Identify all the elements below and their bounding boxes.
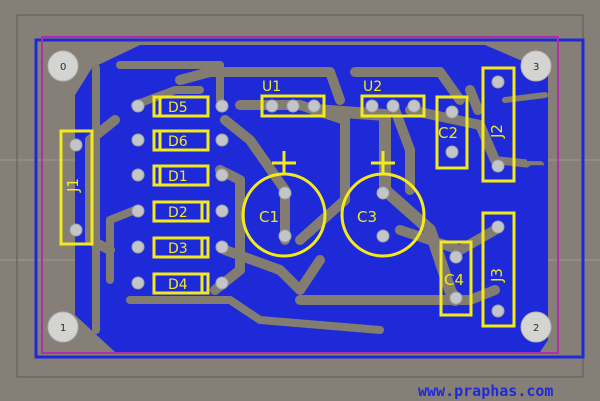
mounting-hole-2[interactable]: 2 [520, 311, 552, 343]
capacitor-c4[interactable]: C4 [439, 240, 473, 317]
diode-d4-label: D4 [168, 277, 188, 293]
connector-j1-label: J1 [64, 178, 82, 193]
diode-d2[interactable]: D2 [131, 200, 229, 223]
diode-d6[interactable]: D6 [131, 129, 229, 152]
mounting-hole-3[interactable]: 3 [520, 50, 552, 82]
mounting-hole-1[interactable]: 1 [47, 311, 79, 343]
regulator-u1-label: U1 [262, 79, 281, 95]
connector-j3-label: J3 [488, 268, 506, 283]
keepout-line [34, 38, 585, 359]
connector-j1[interactable]: J1 [59, 129, 94, 246]
diode-d4[interactable]: D4 [131, 272, 229, 295]
diode-d3-label: D3 [168, 241, 188, 257]
capacitor-c1-label: C1 [259, 208, 279, 226]
board-title-mirrored: POWER SUPPLY [521, 103, 546, 295]
website-watermark: www.praphas.com [418, 382, 553, 400]
connector-j2-label: J2 [488, 124, 506, 139]
connector-j2[interactable]: J2 [481, 66, 516, 183]
diode-d2-label: D2 [168, 205, 188, 221]
diode-d3[interactable]: D3 [131, 236, 229, 259]
connector-j3[interactable]: J3 [481, 211, 516, 328]
diode-d1[interactable]: D1 [131, 164, 229, 187]
capacitor-c2-label: C2 [438, 124, 458, 142]
diode-d5[interactable]: D5 [131, 95, 229, 118]
diode-d5-label: D5 [168, 100, 188, 116]
regulator-u1[interactable]: U1 [260, 79, 326, 118]
capacitor-c4-label: C4 [444, 271, 464, 289]
mounting-hole-3-label: 3 [533, 62, 539, 73]
mounting-hole-1-label: 1 [60, 323, 66, 334]
capacitor-c3[interactable]: C3 [340, 151, 426, 258]
trace-clearances [85, 61, 548, 334]
diode-d1-label: D1 [168, 169, 188, 185]
mounting-hole-2-label: 2 [533, 323, 539, 334]
capacitor-c1[interactable]: C1 [241, 151, 327, 258]
regulator-u2[interactable]: U2 [360, 79, 426, 118]
board-outline [41, 36, 559, 354]
regulator-u2-label: U2 [363, 79, 382, 95]
diode-d6-label: D6 [168, 134, 188, 150]
mounting-hole-0-label: 0 [60, 62, 66, 73]
mounting-hole-0[interactable]: 0 [47, 50, 79, 82]
copper-pour [75, 45, 548, 352]
capacitor-c2[interactable]: C2 [435, 95, 469, 170]
capacitor-c3-label: C3 [357, 208, 377, 226]
